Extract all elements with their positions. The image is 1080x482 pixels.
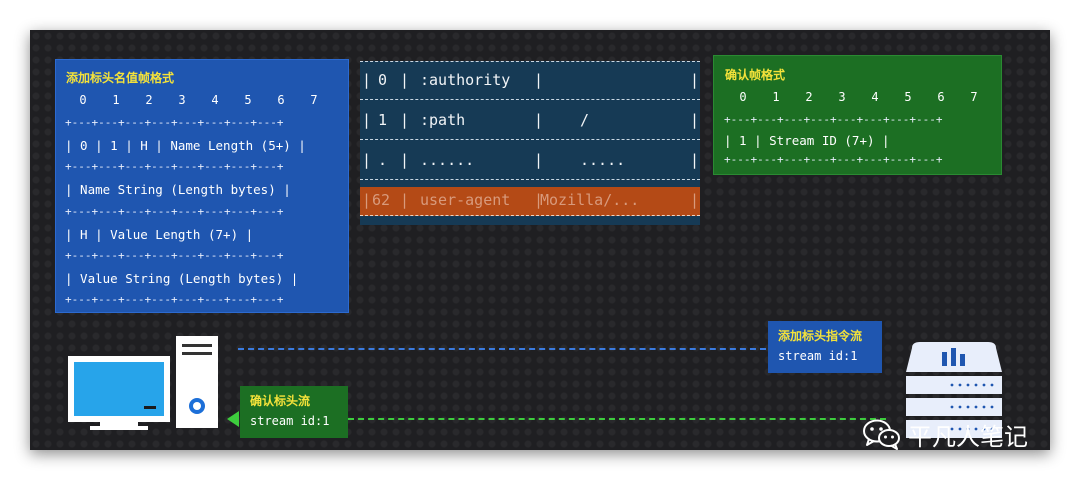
ack-frame-title: 确认帧格式 — [725, 68, 786, 82]
ack-stream-line — [348, 418, 886, 420]
instruction-stream-title: 添加标头指令流 — [778, 329, 863, 343]
frame-rule: +---+---+---+---+---+---+---+---+ — [65, 160, 284, 173]
instruction-stream-label: 添加标头指令流 stream id:1 — [768, 321, 882, 373]
table-name: :authority — [420, 71, 511, 89]
table-value: / — [580, 111, 590, 129]
table-index: 1 — [378, 111, 388, 129]
table-row: | 1 | :path | / | — [360, 103, 700, 140]
ack-frame-box: 确认帧格式 0 1 2 3 4 5 6 7 +---+---+---+---+-… — [713, 55, 1002, 175]
bit-label: 4 — [871, 90, 879, 104]
ack-frame-row: | 1 | Stream ID (7+) | — [724, 133, 890, 148]
bit-label: 2 — [145, 93, 153, 107]
diagram-stage: 添加标头名值帧格式 0 1 2 3 4 5 6 7 +---+---+---+-… — [30, 30, 1050, 450]
bit-label: 6 — [277, 93, 285, 107]
ack-frame-bits: 0 1 2 3 4 5 6 7 — [736, 90, 977, 106]
server-icon — [906, 342, 1002, 438]
header-name-frame-bits: 0 1 2 3 4 5 6 7 — [76, 93, 317, 109]
table-index: 62 — [372, 191, 391, 209]
frame-rule: +---+---+---+---+---+---+---+---+ — [724, 113, 943, 126]
frame-row: | Name String (Length bytes) | — [65, 182, 291, 197]
instruction-stream-line — [238, 348, 766, 350]
bit-label: 1 — [112, 93, 120, 107]
bit-label: 5 — [904, 90, 912, 104]
bit-label: 1 — [772, 90, 780, 104]
frame-rule: +---+---+---+---+---+---+---+---+ — [65, 249, 284, 262]
header-name-frame-box: 添加标头名值帧格式 0 1 2 3 4 5 6 7 +---+---+---+-… — [55, 59, 349, 313]
table-name: :path — [420, 111, 466, 129]
table-row-highlighted: | 62 | user-agent | Mozilla/... | — [360, 187, 700, 216]
table-row: | 0 | :authority | | — [360, 63, 700, 100]
bit-label: 7 — [310, 93, 318, 107]
watermark-text: 平凡人笔记 — [908, 422, 1028, 451]
bit-label: 5 — [244, 93, 252, 107]
ack-stream-id: stream id:1 — [250, 414, 330, 428]
ack-arrow-head-icon — [227, 411, 239, 427]
frame-row: | Value String (Length bytes) | — [65, 271, 299, 286]
table-top-border — [360, 61, 700, 62]
frame-rule: +---+---+---+---+---+---+---+---+ — [724, 153, 943, 166]
table-row: | . | ...... | ..... | — [360, 143, 700, 180]
header-table: | 0 | :authority | | | 1 | :path | / | |… — [360, 61, 700, 225]
bit-label: 0 — [79, 93, 87, 107]
ack-stream-label: 确认标头流 stream id:1 — [240, 386, 348, 438]
frame-rule: +---+---+---+---+---+---+---+---+ — [65, 116, 284, 129]
table-value: ..... — [580, 151, 626, 169]
header-name-frame-title: 添加标头名值帧格式 — [66, 71, 175, 85]
bit-label: 3 — [178, 93, 186, 107]
bit-label: 0 — [739, 90, 747, 104]
table-name: user-agent — [420, 191, 511, 209]
frame-row: | 0 | 1 | H | Name Length (5+) | — [65, 138, 306, 153]
frame-rule: +---+---+---+---+---+---+---+---+ — [65, 205, 284, 218]
table-index: . — [378, 151, 388, 169]
bit-label: 2 — [805, 90, 813, 104]
bit-label: 3 — [838, 90, 846, 104]
table-value: Mozilla/... — [540, 191, 640, 209]
table-name: ...... — [420, 151, 475, 169]
watermark: 平凡人笔记 — [862, 416, 1028, 450]
frame-rule: +---+---+---+---+---+---+---+---+ — [65, 293, 284, 306]
frame-row: | H | Value Length (7+) | — [65, 227, 254, 242]
bit-label: 7 — [970, 90, 978, 104]
instruction-stream-id: stream id:1 — [778, 349, 858, 363]
bit-label: 4 — [211, 93, 219, 107]
ack-stream-title: 确认标头流 — [250, 394, 311, 408]
table-index: 0 — [378, 71, 388, 89]
bit-label: 6 — [937, 90, 945, 104]
wechat-icon — [863, 419, 900, 450]
client-computer-icon — [68, 336, 218, 430]
